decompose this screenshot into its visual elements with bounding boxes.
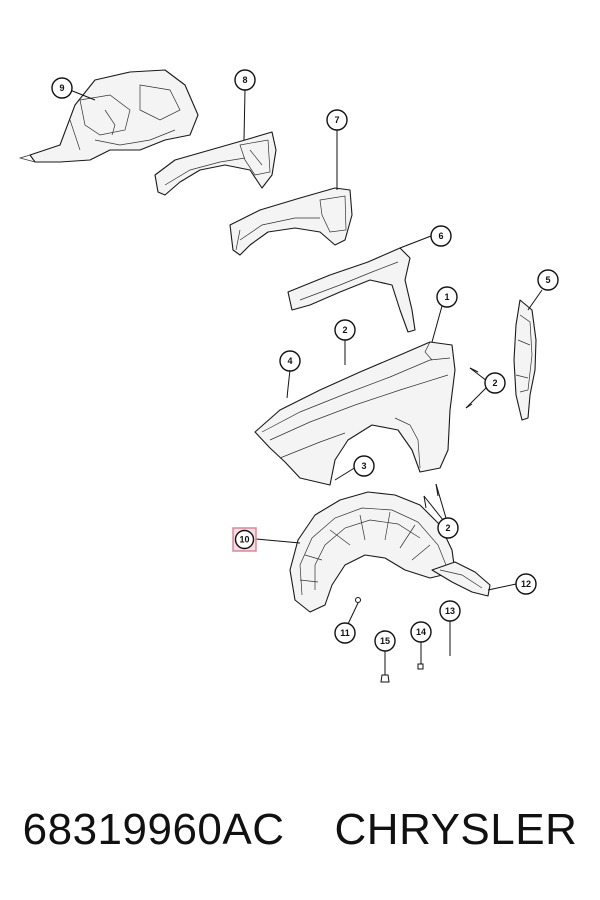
part-6-fender-shield (287, 247, 416, 333)
callout-11[interactable]: 11 (334, 622, 356, 644)
callout-14[interactable]: 14 (410, 621, 432, 643)
brand-name: CHRYSLER (334, 805, 578, 854)
callout-9[interactable]: 9 (51, 77, 73, 99)
svg-text:2: 2 (445, 523, 450, 533)
svg-text:5: 5 (545, 275, 550, 285)
svg-text:1: 1 (444, 292, 449, 302)
callout-8[interactable]: 8 (234, 69, 256, 91)
callout-2-lower[interactable]: 2 (437, 517, 459, 539)
callout-2-right[interactable]: 2 (484, 372, 506, 394)
svg-text:9: 9 (59, 83, 64, 93)
leader-lines (69, 89, 543, 675)
svg-text:4: 4 (287, 356, 292, 366)
part-12-splash-shield (431, 561, 491, 597)
svg-text:12: 12 (521, 579, 531, 589)
callout-2-upper[interactable]: 2 (334, 319, 356, 341)
callout-4[interactable]: 4 (279, 350, 301, 372)
part-1-front-fender (254, 341, 456, 486)
svg-text:2: 2 (492, 378, 497, 388)
svg-text:14: 14 (416, 627, 426, 637)
callout-3[interactable]: 3 (353, 455, 375, 477)
callout-7[interactable]: 7 (326, 109, 348, 131)
part-8-apron-reinforcement (154, 131, 277, 196)
callout-1[interactable]: 1 (436, 286, 458, 308)
svg-text:11: 11 (340, 628, 350, 638)
svg-text:15: 15 (380, 636, 390, 646)
caption-bar: 68319960AC CHRYSLER (0, 790, 600, 870)
part-5-side-panel (513, 299, 537, 421)
parts-diagram: 9 8 7 6 5 1 2 4 2 3 2 10 (18, 69, 559, 683)
part-7-fender-support (229, 187, 353, 256)
callout-13[interactable]: 13 (439, 600, 461, 622)
callout-6[interactable]: 6 (430, 225, 452, 247)
svg-text:6: 6 (438, 231, 443, 241)
svg-text:7: 7 (334, 115, 339, 125)
svg-text:10: 10 (239, 535, 249, 545)
svg-text:2: 2 (342, 325, 347, 335)
svg-text:3: 3 (361, 461, 366, 471)
svg-text:8: 8 (242, 75, 247, 85)
part-10-wheelhouse-liner (289, 491, 456, 613)
callout-12[interactable]: 12 (515, 573, 537, 595)
part-number: 68319960AC (22, 805, 285, 854)
svg-text:13: 13 (445, 606, 455, 616)
callout-15[interactable]: 15 (374, 630, 396, 652)
callout-10-highlighted[interactable]: 10 (232, 527, 257, 552)
part-9-inner-structure (18, 69, 199, 163)
callout-5[interactable]: 5 (537, 269, 559, 291)
